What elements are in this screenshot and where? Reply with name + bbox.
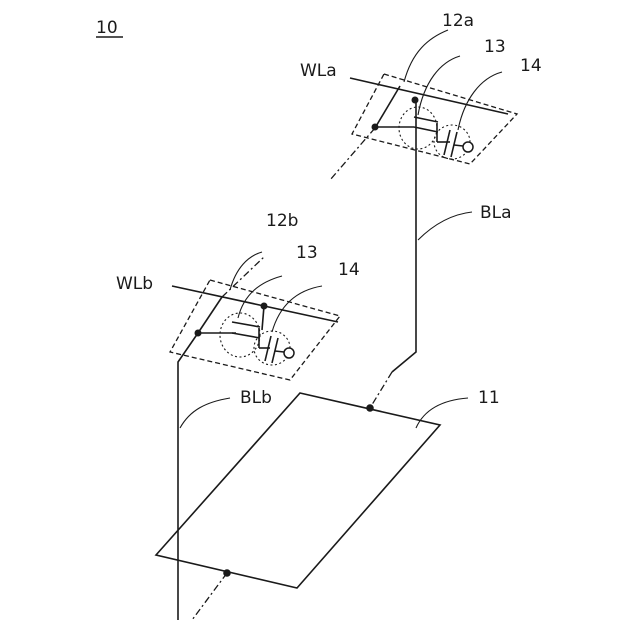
cell-12b-diagonal-hidden xyxy=(222,256,265,297)
bitline-blb xyxy=(178,333,198,620)
leader-12a xyxy=(404,30,448,82)
figure-ref-label: 10 xyxy=(96,18,118,38)
cell-12a-diagonal xyxy=(375,86,400,128)
label-14b: 14 xyxy=(338,260,360,280)
label-wla: WLa xyxy=(300,61,337,81)
label-13b: 13 xyxy=(296,243,318,263)
bitline-bla-hidden xyxy=(370,372,392,408)
cell-12a-node-top xyxy=(412,97,419,104)
cell-12b-terminal xyxy=(284,348,294,358)
leader-14a xyxy=(458,72,502,130)
cell-12b-cap-lead-out xyxy=(275,351,284,352)
label-blb: BLb xyxy=(240,388,272,408)
label-bla: BLa xyxy=(480,203,512,223)
cell-12a-boundary xyxy=(352,74,517,164)
cell-12b-gate xyxy=(232,322,260,327)
plane-extension-hidden xyxy=(192,573,227,620)
bitline-bla xyxy=(392,100,416,372)
label-12a: 12a xyxy=(442,11,474,31)
leader-13b xyxy=(238,276,282,318)
cell-12a-channel xyxy=(414,127,438,132)
cell-12b-channel xyxy=(232,333,260,338)
leader-11 xyxy=(416,398,468,428)
plane-11 xyxy=(156,393,440,588)
cell-12b-wl-tap xyxy=(262,306,264,330)
cell-12a-terminal xyxy=(463,142,473,152)
cell-12a-diagonal-hidden xyxy=(330,128,375,180)
plane-node-bla xyxy=(366,404,374,412)
label-wlb: WLb xyxy=(116,274,153,294)
cell-12b-diagonal xyxy=(198,297,222,333)
label-14a: 14 xyxy=(520,56,542,76)
leader-bla xyxy=(418,212,472,240)
label-13a: 13 xyxy=(484,37,506,57)
cell-12b-boundary xyxy=(170,280,340,380)
label-11: 11 xyxy=(478,388,500,408)
label-12b: 12b xyxy=(266,211,298,231)
cell-12a-cap-lead-out xyxy=(454,145,463,146)
leader-blb xyxy=(180,398,230,428)
